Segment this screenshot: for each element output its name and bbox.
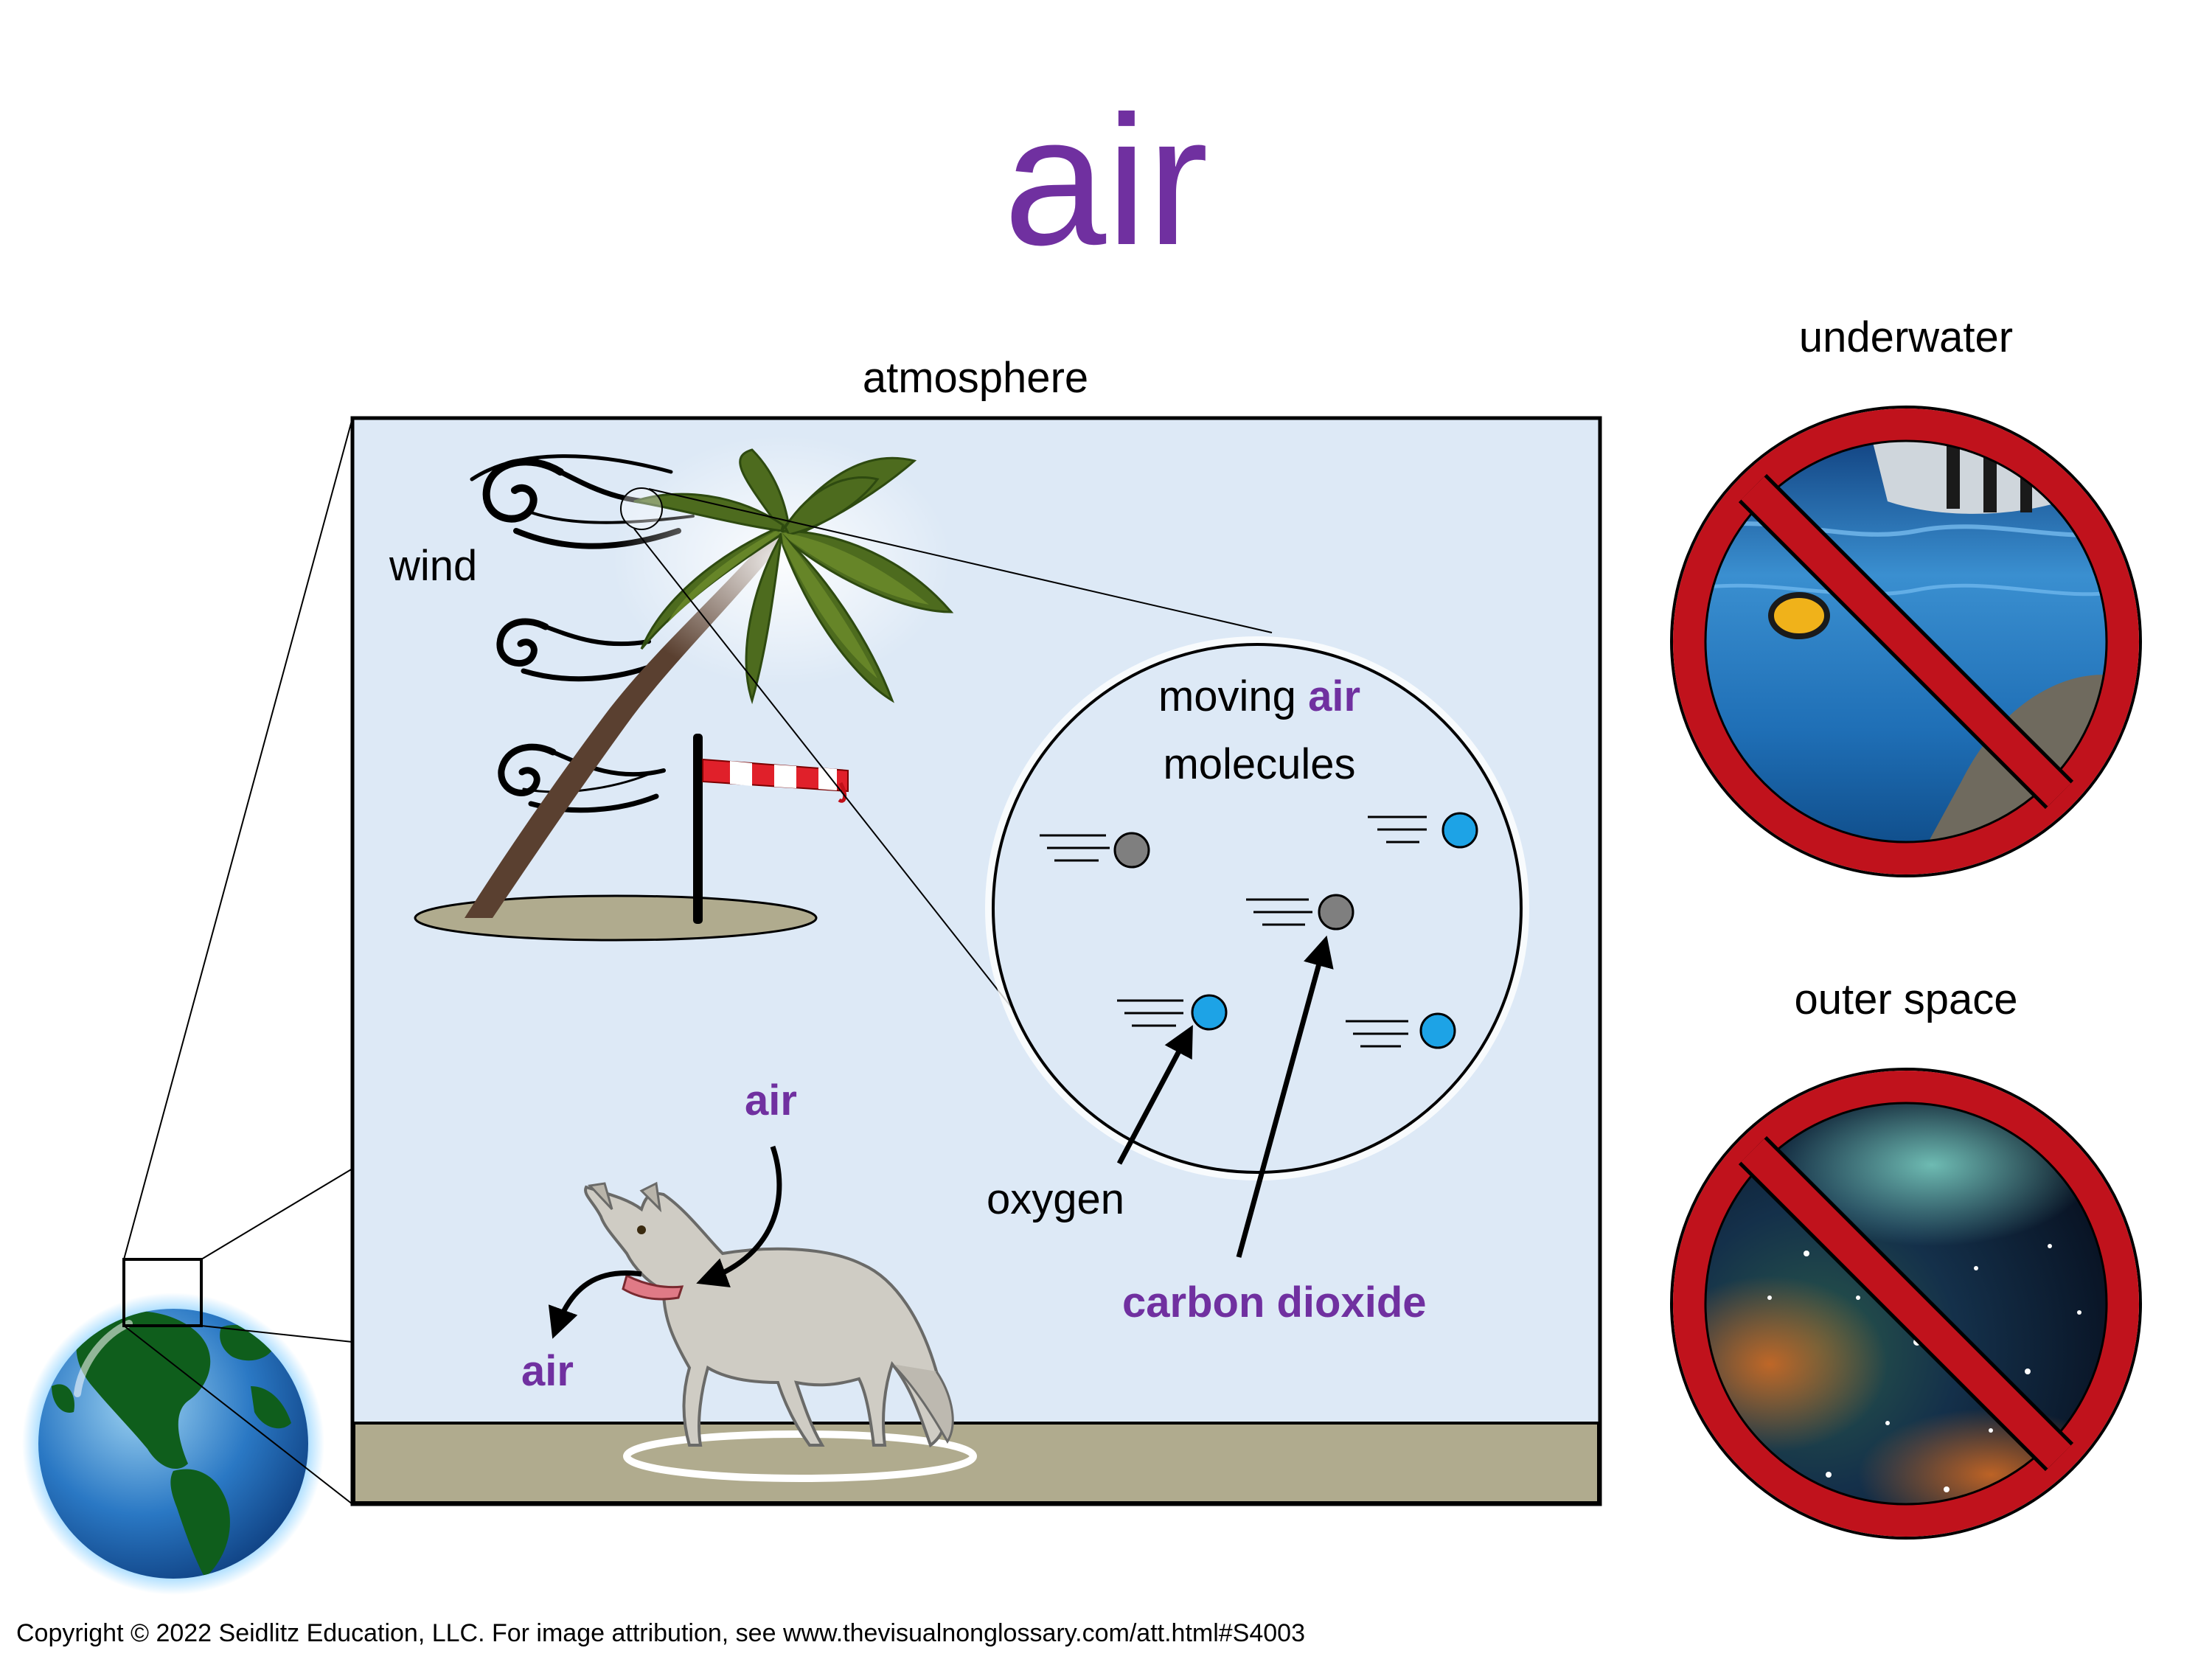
zoom-lines-globe — [123, 417, 353, 1505]
pointer-arrows — [1116, 935, 1334, 1258]
molecules-label: molecules — [1163, 740, 1356, 788]
underwater-prohibited — [1670, 406, 2142, 877]
oxygen-molecule — [1441, 812, 1478, 849]
palm-tree-island — [414, 435, 954, 942]
atmosphere-heading: atmosphere — [862, 354, 1089, 402]
earth-globe — [22, 1293, 324, 1595]
air-inhale-label: air — [745, 1077, 797, 1124]
underwater-heading: underwater — [1798, 313, 2014, 361]
inhale-arrow — [696, 1145, 782, 1287]
copyright-footer: Copyright © 2022 Seidlitz Education, LLC… — [16, 1619, 1305, 1647]
carbon-dioxide-molecule — [1318, 894, 1354, 931]
carbon-dioxide-arrow — [1236, 935, 1334, 1258]
outer-space-heading: outer space — [1794, 975, 2018, 1023]
breath-arrows — [548, 1145, 782, 1339]
coyote — [584, 1181, 977, 1482]
molecules-zoom-circle — [985, 636, 1529, 1180]
page-title: air — [1004, 77, 1208, 283]
zoom-region-box — [122, 1258, 203, 1327]
oxygen-molecule — [1191, 994, 1228, 1031]
molecule-motion-lines — [1040, 815, 1427, 1048]
air-exhale-label: air — [521, 1347, 574, 1395]
zoom-lines-molecules — [620, 487, 1273, 1034]
moving-air-label: moving air — [1158, 671, 1360, 723]
air-word: air — [1308, 672, 1361, 720]
oxygen-molecule — [1419, 1012, 1456, 1049]
windsock — [693, 734, 849, 924]
wind-label: wind — [389, 542, 478, 590]
carbon-dioxide-label: carbon dioxide — [1122, 1279, 1427, 1326]
outer-space-prohibited — [1670, 1068, 2142, 1540]
carbon-dioxide-molecule — [1113, 832, 1150, 869]
oxygen-label: oxygen — [987, 1175, 1125, 1223]
exhale-arrow — [548, 1270, 642, 1339]
oxygen-arrow — [1116, 1025, 1193, 1165]
moving-word: moving — [1158, 672, 1296, 720]
